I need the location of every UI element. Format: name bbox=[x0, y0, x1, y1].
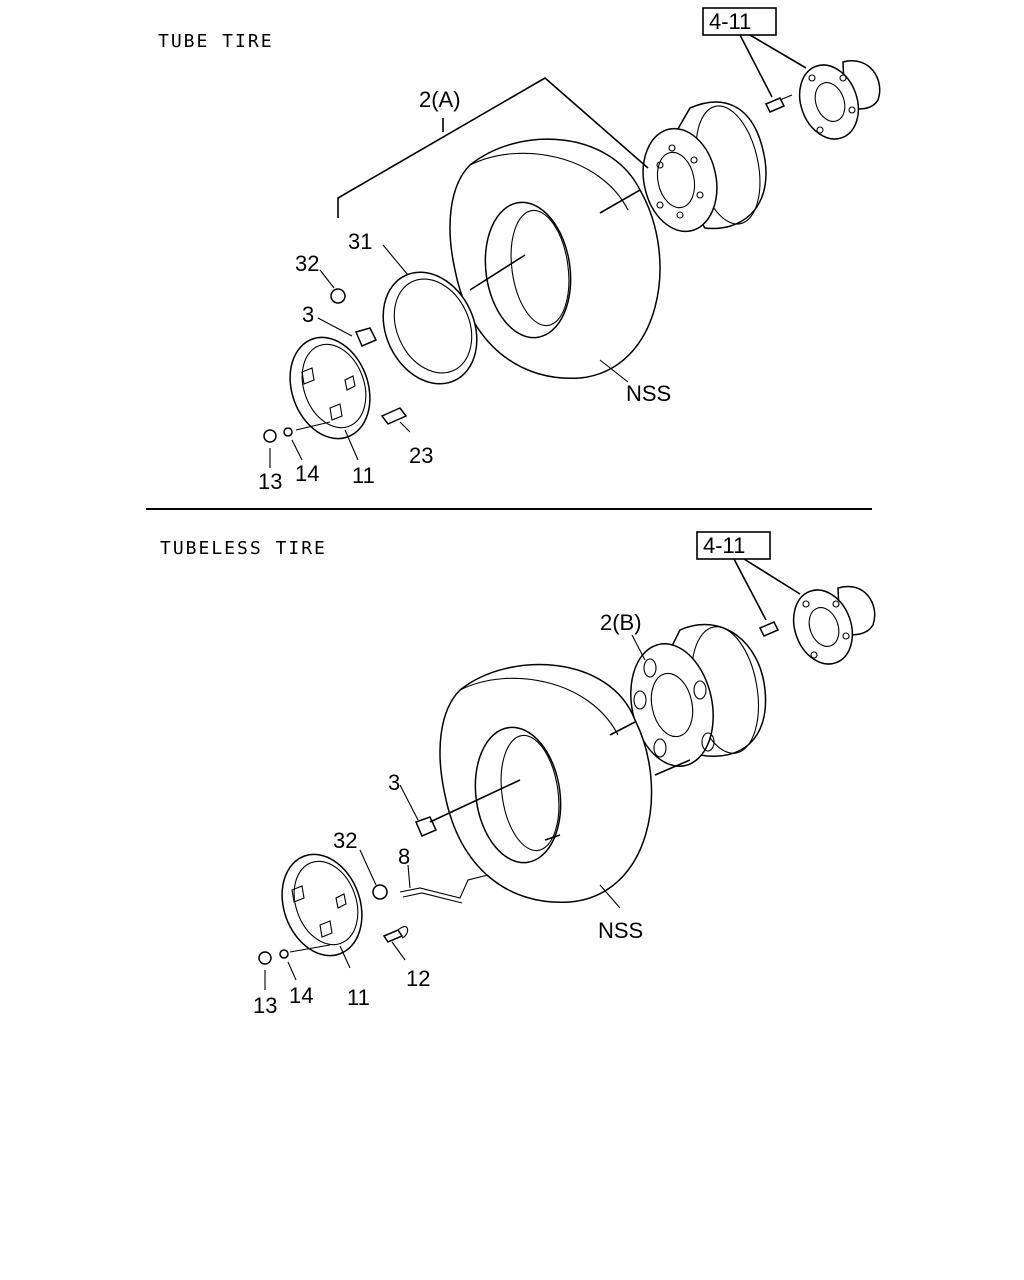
tire-a bbox=[449, 138, 661, 380]
label-nss[interactable]: NSS bbox=[626, 381, 671, 406]
hub-stud bbox=[764, 97, 786, 113]
label-2a[interactable]: 2(A) bbox=[419, 87, 461, 112]
ref-box-frame-2 bbox=[696, 531, 771, 560]
ref-box-label[interactable]: 4-11 bbox=[709, 9, 751, 34]
label-32-b[interactable]: 32 bbox=[333, 828, 357, 853]
tube-tire-section: TUBE TIRE 4-11 bbox=[158, 7, 881, 494]
part-13-nut-b bbox=[258, 951, 272, 965]
ref-box-frame bbox=[702, 7, 777, 36]
tire-b bbox=[439, 663, 653, 904]
part-8-valve-ext bbox=[399, 874, 489, 899]
label-2b[interactable]: 2(B) bbox=[600, 610, 642, 635]
part-32-nut-b bbox=[372, 884, 388, 900]
hub-flange-2 bbox=[792, 585, 876, 665]
part-3-nut bbox=[354, 327, 378, 347]
label-23[interactable]: 23 bbox=[409, 443, 433, 468]
tube-tire-title: TUBE TIRE bbox=[158, 31, 274, 52]
label-14-b[interactable]: 14 bbox=[289, 983, 313, 1008]
part-13-nut bbox=[263, 429, 277, 443]
wheel-rim-a bbox=[642, 101, 767, 233]
part-14-washer bbox=[283, 427, 293, 437]
label-32[interactable]: 32 bbox=[295, 251, 319, 276]
label-11[interactable]: 11 bbox=[352, 463, 375, 488]
part-23-bolt bbox=[380, 407, 408, 425]
label-12[interactable]: 12 bbox=[406, 966, 430, 991]
part-32-nut bbox=[330, 288, 346, 304]
ref-box-label-2[interactable]: 4-11 bbox=[703, 533, 745, 558]
ref-box-leaders bbox=[739, 34, 807, 98]
label-13-b[interactable]: 13 bbox=[253, 993, 277, 1018]
wheel-rim-b bbox=[630, 623, 767, 767]
label-nss-b[interactable]: NSS bbox=[598, 918, 643, 943]
tubeless-tire-section: TUBELESS TIRE 4-11 bbox=[160, 531, 876, 1018]
label-3-b[interactable]: 3 bbox=[388, 770, 400, 795]
label-3[interactable]: 3 bbox=[302, 302, 314, 327]
hub-cap-11-b bbox=[281, 853, 363, 957]
label-13[interactable]: 13 bbox=[258, 469, 282, 494]
part-12-bolt bbox=[382, 929, 404, 943]
assembly-bracket-a bbox=[337, 77, 649, 218]
ref-box-leaders-2 bbox=[733, 558, 801, 621]
hub-flange bbox=[798, 60, 881, 140]
label-11-b[interactable]: 11 bbox=[347, 985, 370, 1010]
hub-stud-2 bbox=[758, 621, 780, 637]
tube-ring-31 bbox=[382, 271, 478, 385]
label-14[interactable]: 14 bbox=[295, 461, 319, 486]
part-14-washer-b bbox=[279, 949, 289, 959]
tubeless-tire-title: TUBELESS TIRE bbox=[160, 538, 327, 559]
label-8[interactable]: 8 bbox=[398, 844, 410, 869]
label-31[interactable]: 31 bbox=[348, 229, 372, 254]
